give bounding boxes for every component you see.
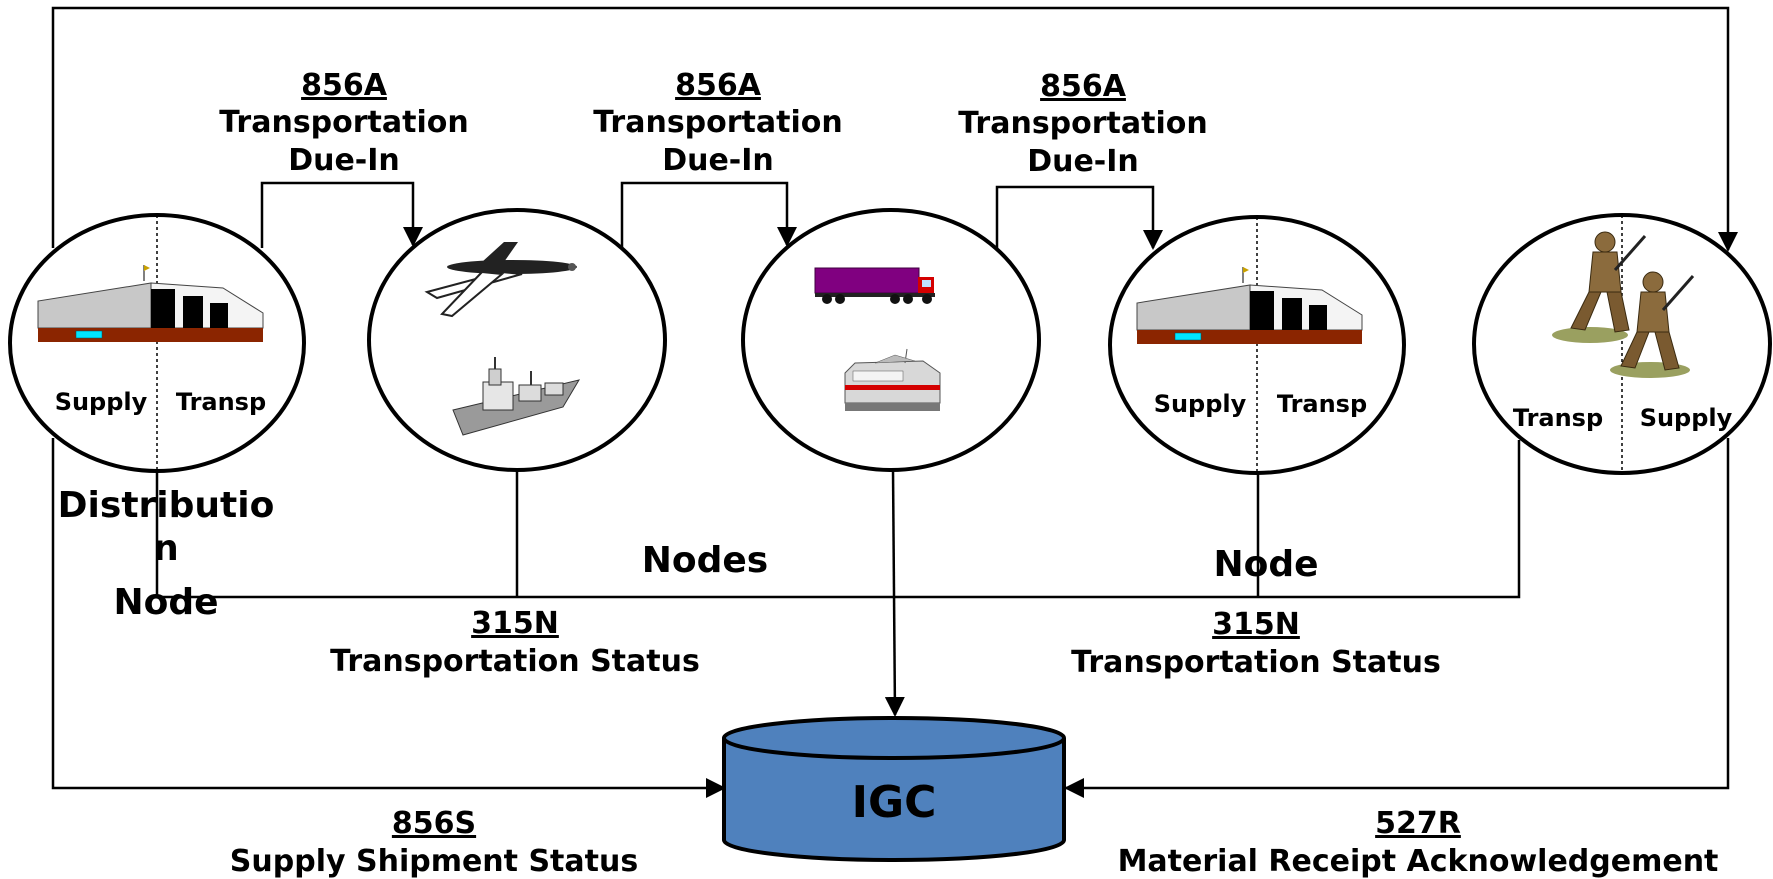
- unit-transp-label: Transp: [1513, 404, 1603, 432]
- airplane-icon: [424, 242, 577, 318]
- status-text: Transportation Status: [1071, 645, 1441, 680]
- due-in-line1: Transportation: [958, 106, 1207, 141]
- node-title: Node: [1213, 544, 1318, 585]
- destination-node: Supply Transp: [1108, 215, 1406, 475]
- outer-loop-arrow: [51, 6, 1738, 252]
- destination-transp-label: Transp: [1277, 390, 1367, 418]
- destination-supply-label: Supply: [1154, 390, 1247, 418]
- due-in-label-2: 856A Transportation Due-In: [593, 68, 842, 178]
- status-code: 315N: [1212, 607, 1300, 642]
- status-label-2: 315N Transportation Status: [1071, 607, 1441, 680]
- warehouse-icon: [1136, 267, 1363, 344]
- status-to-igc-arrow: [884, 469, 905, 717]
- ground-node: [741, 208, 1041, 472]
- material-receipt-label: 527R Material Receipt Acknowledgement: [1118, 806, 1719, 879]
- ship-icon: [452, 357, 581, 436]
- due-in-code: 856A: [1040, 69, 1127, 104]
- due-in-label-1: 856A Transportation Due-In: [219, 68, 468, 178]
- due-in-code: 856A: [301, 68, 388, 103]
- unit-supply-label: Supply: [1640, 404, 1733, 432]
- due-in-label-3: 856A Transportation Due-In: [958, 69, 1207, 179]
- due-in-line2: Due-In: [1027, 144, 1139, 179]
- due-in-arrow-2: [620, 181, 797, 248]
- status-label-1: 315N Transportation Status: [330, 606, 700, 679]
- due-in-arrow-3: [995, 185, 1163, 250]
- status-code: 315N: [471, 606, 559, 641]
- distribution-transp-label: Transp: [176, 388, 266, 416]
- air-sea-node: [367, 208, 667, 472]
- due-in-line1: Transportation: [593, 105, 842, 140]
- status-text: Transportation Status: [330, 644, 700, 679]
- train-icon: [844, 348, 941, 411]
- supply-status-arrow: [51, 438, 726, 798]
- due-in-arrow-1: [260, 181, 423, 248]
- receipt-text: Material Receipt Acknowledgement: [1118, 844, 1719, 879]
- soldiers-icon: [1552, 231, 1695, 378]
- igc-database: IGC: [722, 716, 1066, 862]
- due-in-code: 856A: [675, 68, 762, 103]
- due-in-line1: Transportation: [219, 105, 468, 140]
- nodes-title: Nodes: [642, 540, 768, 581]
- due-in-line2: Due-In: [288, 143, 400, 178]
- status-bus-line: [155, 440, 1521, 599]
- distribution-node-title-cont: n: [153, 528, 179, 569]
- distribution-supply-label: Supply: [55, 388, 148, 416]
- truck-icon: [814, 267, 935, 304]
- unit-node: Transp Supply: [1472, 213, 1772, 475]
- warehouse-icon: [37, 265, 264, 342]
- distribution-node-title: Distributio: [58, 485, 275, 526]
- distribution-node: Supply Transp: [8, 213, 306, 473]
- due-in-line2: Due-In: [662, 143, 774, 178]
- connectors: [51, 6, 1738, 798]
- receipt-code: 527R: [1375, 806, 1461, 841]
- supply-status-code: 856S: [392, 806, 476, 841]
- supply-status-text: Supply Shipment Status: [230, 844, 638, 879]
- supply-shipment-status-label: 856S Supply Shipment Status: [230, 806, 638, 879]
- receipt-arrow: [1064, 438, 1730, 798]
- distribution-node-title-node: Node: [113, 582, 218, 623]
- igc-label: IGC: [852, 777, 937, 828]
